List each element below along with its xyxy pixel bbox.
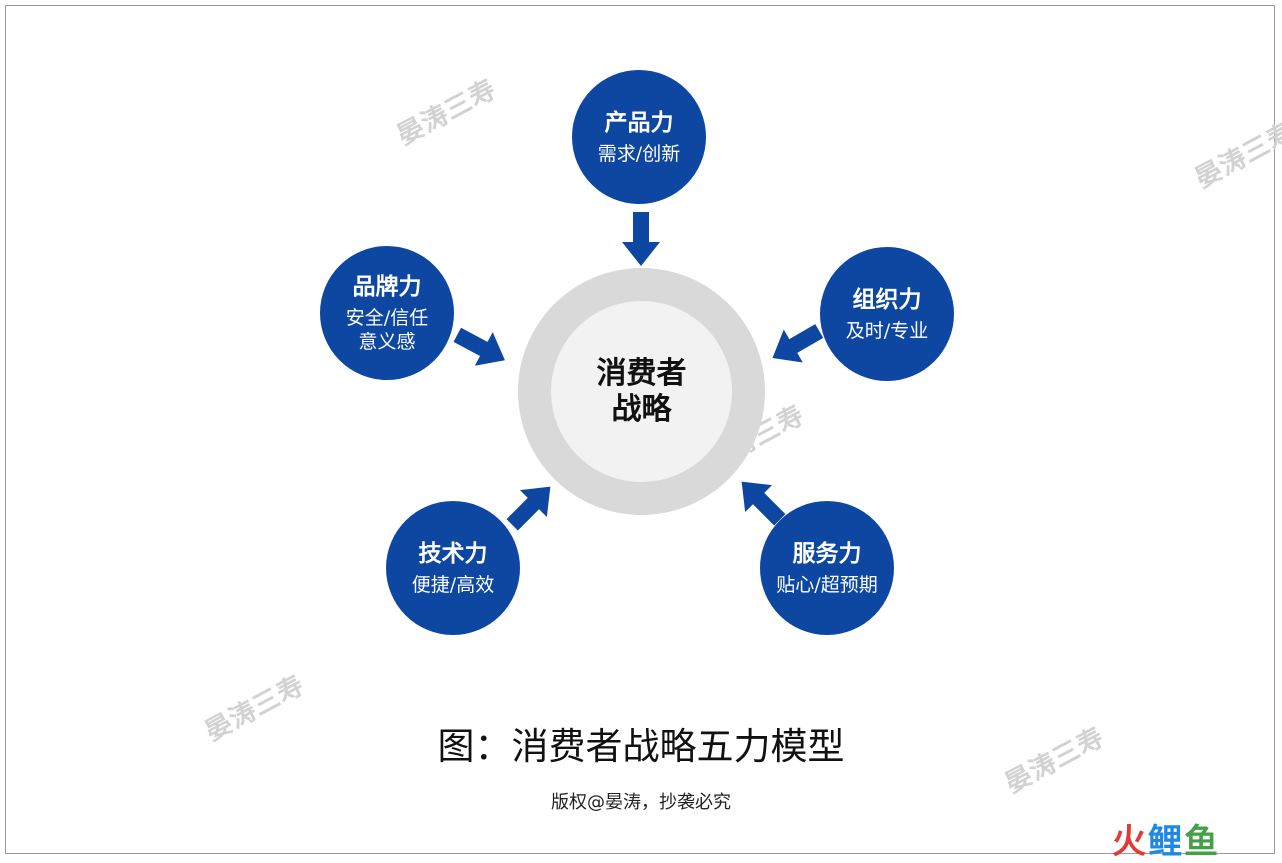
node-service-sub: 贴心/超预期 (776, 573, 877, 597)
node-brand-sub-line: 意义感 (358, 331, 416, 353)
center-title-line2: 战略 (611, 391, 672, 427)
figure-caption: 图：消费者战略五力模型 (437, 725, 845, 768)
node-product-sub-line: 需求/创新 (597, 143, 681, 165)
arrow-org (772, 324, 824, 363)
node-org: 组织力 及时/专业 (820, 247, 954, 381)
logo-char: 火 (1112, 822, 1148, 862)
node-tech: 技术力 便捷/高效 (386, 501, 520, 635)
copyright-note: 版权@晏涛，抄袭必究 (551, 792, 731, 813)
node-tech-sub: 便捷/高效 (412, 573, 494, 597)
node-service: 服务力 贴心/超预期 (760, 501, 894, 635)
logo-char: 鲤 (1148, 822, 1184, 862)
arrow-tech (506, 486, 551, 531)
node-org-title: 组织力 (852, 287, 922, 313)
node-service-sub-line: 贴心/超预期 (776, 574, 878, 596)
arrow-product (622, 212, 660, 266)
arrow-brand (453, 327, 505, 366)
node-product-sub: 需求/创新 (598, 142, 680, 166)
node-org-sub-line: 及时/专业 (845, 320, 929, 342)
node-org-sub: 及时/专业 (846, 319, 928, 343)
node-brand-sub-line: 安全/信任 (345, 307, 429, 329)
logo-char: 鱼 (1184, 822, 1220, 862)
center-title-line1: 消费者 (596, 355, 687, 391)
node-service-title: 服务力 (792, 541, 862, 567)
brand-logo: 火鲤鱼 (1112, 814, 1220, 863)
node-brand-sub: 安全/信任 意义感 (346, 306, 428, 354)
node-brand-title: 品牌力 (352, 274, 422, 300)
node-tech-sub-line: 便捷/高效 (411, 574, 495, 596)
node-brand: 品牌力 安全/信任 意义感 (320, 246, 454, 380)
node-product-title: 产品力 (604, 110, 674, 136)
node-tech-title: 技术力 (418, 541, 488, 567)
node-product: 产品力 需求/创新 (572, 70, 706, 204)
center-circle: 消费者 战略 (551, 301, 732, 482)
arrow-service (741, 481, 786, 526)
